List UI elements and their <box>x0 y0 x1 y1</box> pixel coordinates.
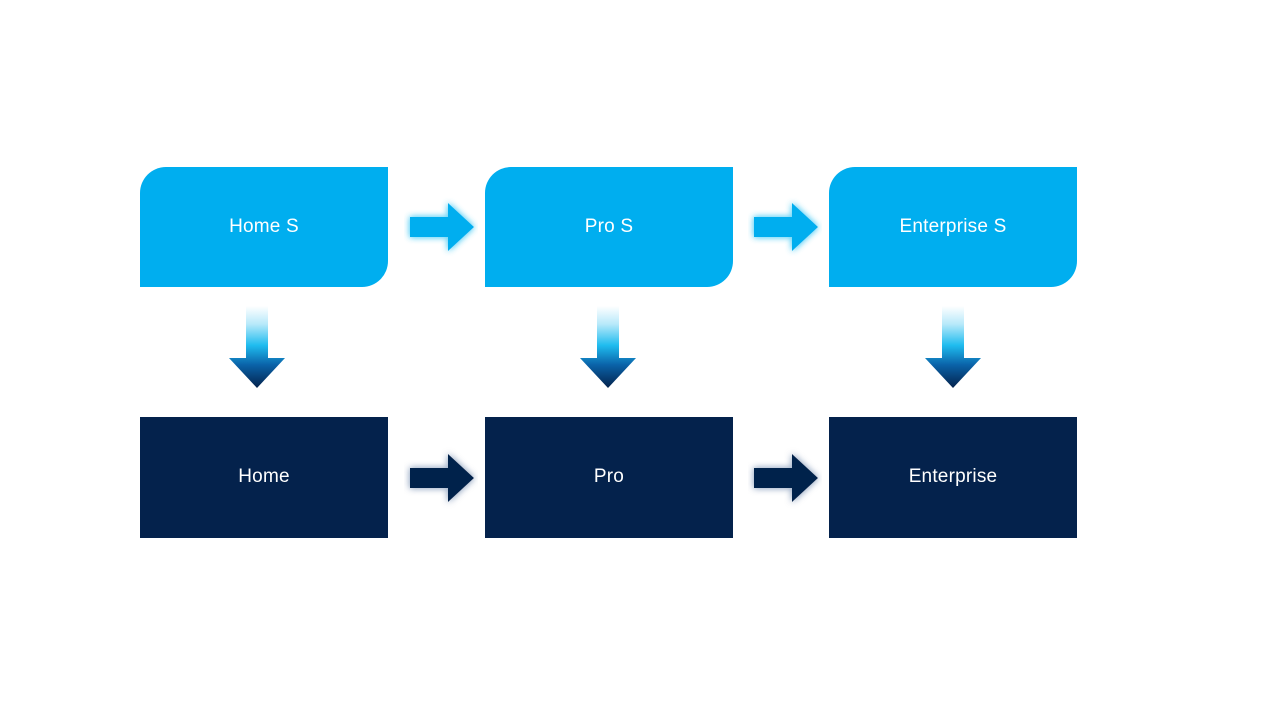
arrow-home-s-to-pro-s-icon <box>404 190 478 264</box>
node-enterprise-s-label: Enterprise S <box>899 215 1007 237</box>
node-home-s[interactable]: Home S <box>140 167 388 287</box>
node-enterprise-label: Enterprise <box>908 466 998 488</box>
node-home-s-label: Home S <box>229 215 299 237</box>
node-home-label: Home <box>238 466 290 488</box>
arrow-enterprise-s-to-enterprise-icon <box>920 304 986 390</box>
arrow-pro-s-to-pro-icon <box>575 304 641 390</box>
arrow-home-s-to-home-icon <box>224 304 290 390</box>
node-enterprise-s[interactable]: Enterprise S <box>829 167 1077 287</box>
node-pro-s[interactable]: Pro S <box>485 167 733 287</box>
node-home[interactable]: Home <box>140 417 388 538</box>
node-pro-s-label: Pro S <box>584 215 634 237</box>
arrow-home-to-pro-icon <box>404 441 478 515</box>
node-pro[interactable]: Pro <box>485 417 733 538</box>
arrow-pro-to-enterprise-icon <box>748 441 822 515</box>
node-enterprise[interactable]: Enterprise <box>829 417 1077 538</box>
arrow-pro-s-to-enterprise-s-icon <box>748 190 822 264</box>
node-pro-label: Pro <box>593 466 625 488</box>
